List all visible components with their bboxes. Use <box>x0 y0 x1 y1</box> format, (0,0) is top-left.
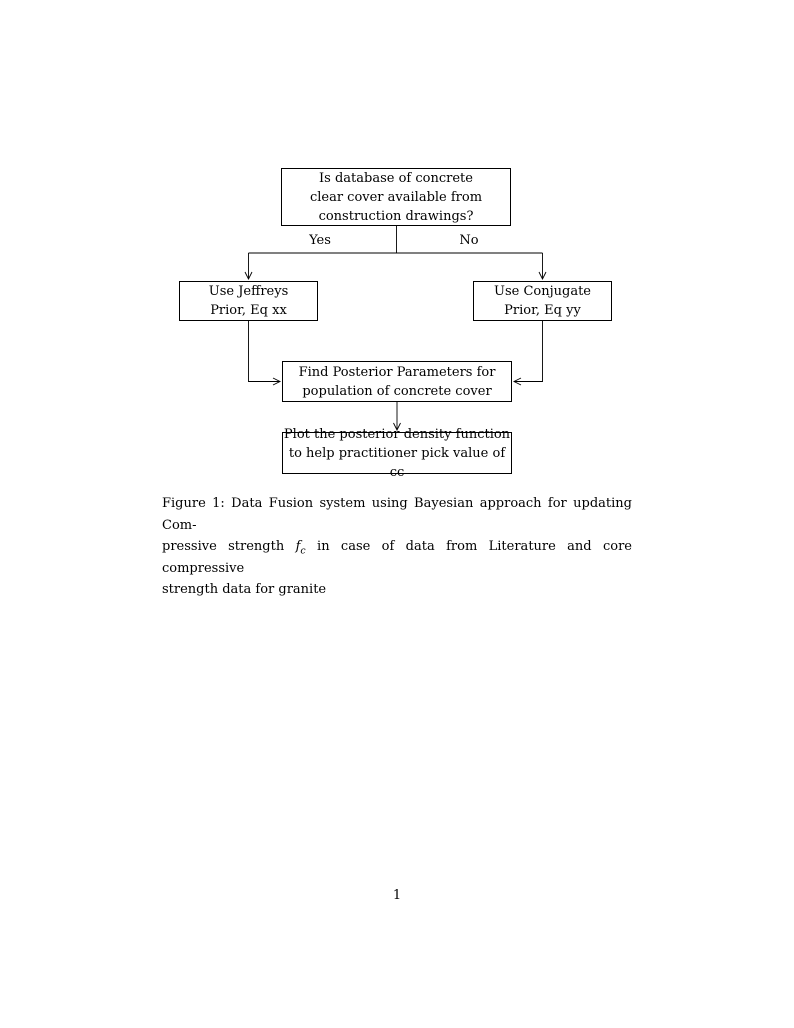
caption-text-segment: pressive strength <box>162 539 285 554</box>
connector-conjugate-to-posterior <box>512 321 543 386</box>
flow-node-plot-density-line: to help practitioner pick value of cc <box>288 445 506 480</box>
flow-node-jeffreys-line: Prior, Eq xx <box>210 303 287 318</box>
flow-node-find-posterior: Find Posterior Parameters for population… <box>282 361 512 402</box>
flow-node-plot-density-line: Plot the posterior density function <box>283 426 511 442</box>
math-subscript-c: c <box>300 545 306 557</box>
flow-node-conjugate-line: Use Conjugate <box>494 284 591 299</box>
flow-node-question-line: clear cover available from <box>309 189 483 205</box>
flow-node-question-line: Is database of concrete <box>319 170 473 186</box>
flow-node-jeffreys-line: Use Jeffreys <box>208 284 289 299</box>
flow-node-question: Is database of concrete clear cover avai… <box>281 168 511 226</box>
flow-node-plot-density: Plot the posterior density function to h… <box>282 427 512 480</box>
math-symbol-fc: f <box>295 539 301 554</box>
caption-text-segment: in case of data from Literature and core… <box>162 539 633 576</box>
flow-node-conjugate-line: Prior, Eq yy <box>504 303 581 318</box>
edge-label-no: No <box>459 233 479 248</box>
page-number: 1 <box>392 888 402 903</box>
edge-label-yes: Yes <box>309 233 331 248</box>
flow-node-find-posterior-line: Find Posterior Parameters for <box>298 364 496 380</box>
figure-caption-line: strength data for granite <box>162 582 327 597</box>
flow-node-conjugate-prior: Use Conjugate Prior, Eq yy <box>473 281 612 321</box>
connector-jeffreys-to-posterior <box>248 321 282 386</box>
flow-node-find-posterior-line: population of concrete cover <box>302 383 492 399</box>
figure-caption: Figure 1: Data Fusion system using Bayes… <box>162 493 632 601</box>
flow-node-question-line: construction drawings? <box>318 208 474 224</box>
flow-node-jeffreys-prior: Use Jeffreys Prior, Eq xx <box>179 281 318 321</box>
figure-caption-line: pressive strength fc in case of data fro… <box>162 536 632 579</box>
figure-caption-line: Figure 1: Data Fusion system using Bayes… <box>162 496 632 533</box>
